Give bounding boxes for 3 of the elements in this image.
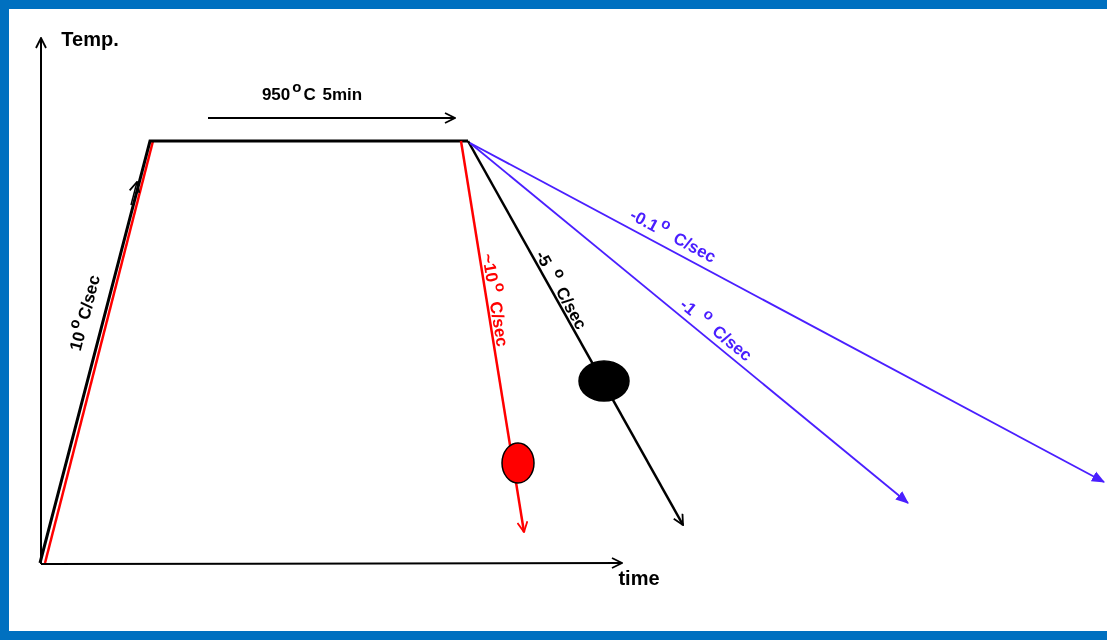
axis-label: time [618, 568, 660, 588]
hold-label: 950$^{o}$C 5min [261, 85, 363, 103]
axis-label: Temp. [61, 29, 119, 49]
